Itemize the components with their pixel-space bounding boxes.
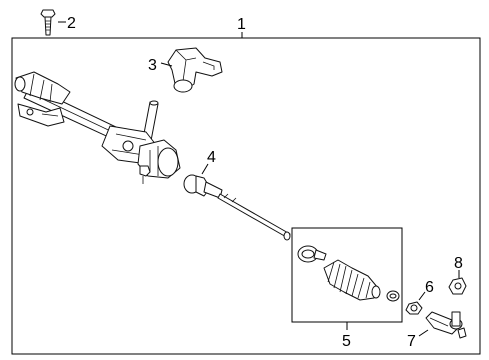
callout-7: 7 (407, 333, 416, 350)
callout-2: 2 (67, 15, 76, 32)
nut-part (448, 270, 467, 295)
assembly-frame (11, 37, 481, 355)
callout-1: 1 (237, 16, 246, 33)
outer-tie-rod-end-part (418, 311, 467, 339)
callout-6: 6 (425, 279, 434, 296)
callout-4: 4 (207, 149, 216, 166)
callout-5: 5 (342, 333, 351, 350)
bolt-part (40, 9, 66, 36)
mount-bracket-part (160, 47, 223, 93)
steering-rack-housing (14, 71, 181, 184)
callout-8: 8 (454, 255, 463, 272)
jam-nut-part (405, 291, 426, 315)
inner-tie-rod-part (183, 163, 291, 241)
boot-kit-part (297, 245, 400, 330)
callout-3: 3 (148, 57, 157, 74)
